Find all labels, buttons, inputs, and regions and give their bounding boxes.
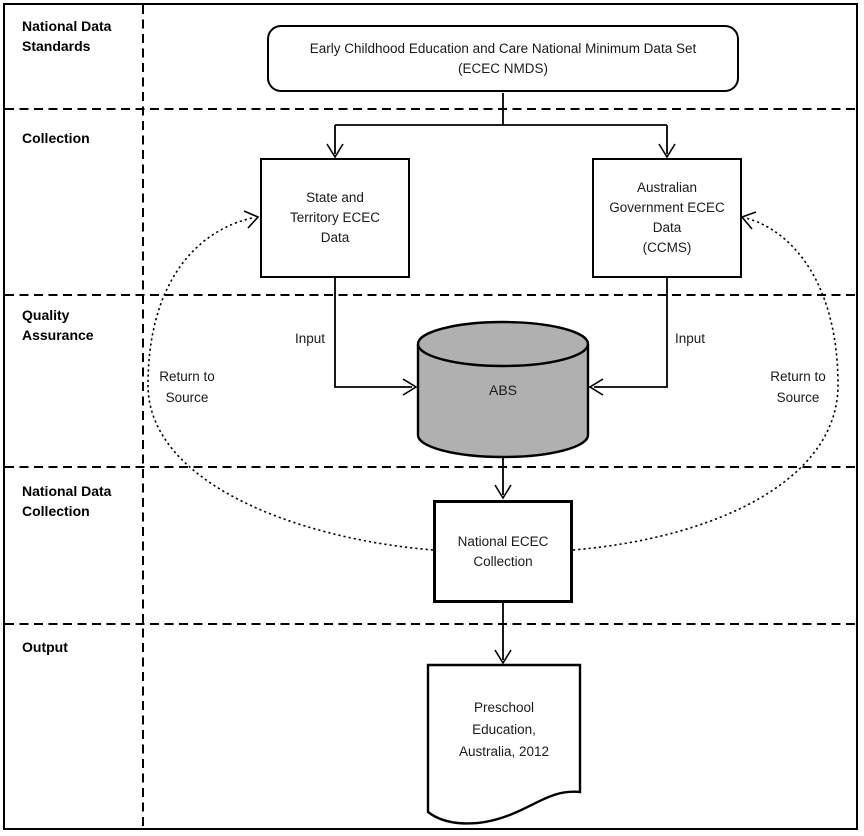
arrowhead-into-document (494, 649, 512, 665)
lane-label-collection: Collection (22, 130, 90, 146)
arrowhead-return-left (243, 210, 260, 229)
edge-label-return-left: Return to Source (159, 369, 215, 405)
document-shape (426, 663, 582, 825)
lane-label-national-data-standards: National Data Standards (22, 18, 112, 54)
arrowhead-input-right (588, 378, 604, 396)
connector-input-right (594, 278, 668, 388)
arrowhead-into-collection (494, 484, 512, 500)
node-aus-line3: Data (652, 220, 682, 235)
document-line1: Preschool (473, 700, 535, 715)
document-line3: Australia, 2012 (458, 744, 550, 759)
node-state-territory-data: State and Territory ECEC Data (260, 158, 410, 278)
edge-label-return-right: Return to Source (770, 369, 826, 405)
node-australian-government-data: Australian Government ECEC Data (CCMS) (592, 158, 742, 278)
node-aus-line2: Government ECEC (609, 200, 725, 215)
return-arc-right (572, 217, 839, 551)
node-aus-line4: (CCMS) (642, 240, 692, 255)
abs-cylinder-top (416, 320, 590, 368)
return-arc-left (147, 217, 434, 551)
node-state-line2: Territory ECEC (289, 210, 380, 225)
connector-input-left (334, 278, 412, 388)
lane-label-quality-assurance: Quality Assurance (22, 307, 94, 343)
node-collection-line2: Collection (473, 553, 533, 569)
node-state-line1: State and (306, 190, 364, 205)
node-ecec-nmds-line2: (ECEC NMDS) (458, 60, 548, 76)
arrowhead-into-australian-box (658, 143, 676, 159)
arrowhead-input-left (402, 378, 418, 396)
lane-label-output: Output (22, 639, 68, 655)
lane-label-national-data-collection: National Data Collection (22, 483, 112, 519)
arrowhead-return-right (740, 211, 757, 230)
abs-cylinder-body (416, 344, 590, 459)
node-ecec-nmds: Early Childhood Education and Care Natio… (267, 25, 739, 92)
node-national-ecec-collection: National ECEC Collection (433, 500, 573, 603)
abs-cylinder-label: ABS (488, 382, 517, 398)
node-state-line3: Data (320, 230, 350, 245)
edge-label-input-right: Input (674, 331, 706, 346)
edge-label-input-left: Input (294, 331, 326, 346)
node-collection-line1: National ECEC (457, 533, 549, 549)
node-aus-line1: Australian (636, 180, 698, 195)
arrowhead-into-state-box (326, 143, 344, 159)
connector-nmds-split (334, 93, 668, 154)
document-line2: Education, (472, 722, 536, 737)
document-text: Preschool Education, Australia, 2012 (430, 697, 578, 763)
node-ecec-nmds-line1: Early Childhood Education and Care Natio… (309, 40, 697, 56)
